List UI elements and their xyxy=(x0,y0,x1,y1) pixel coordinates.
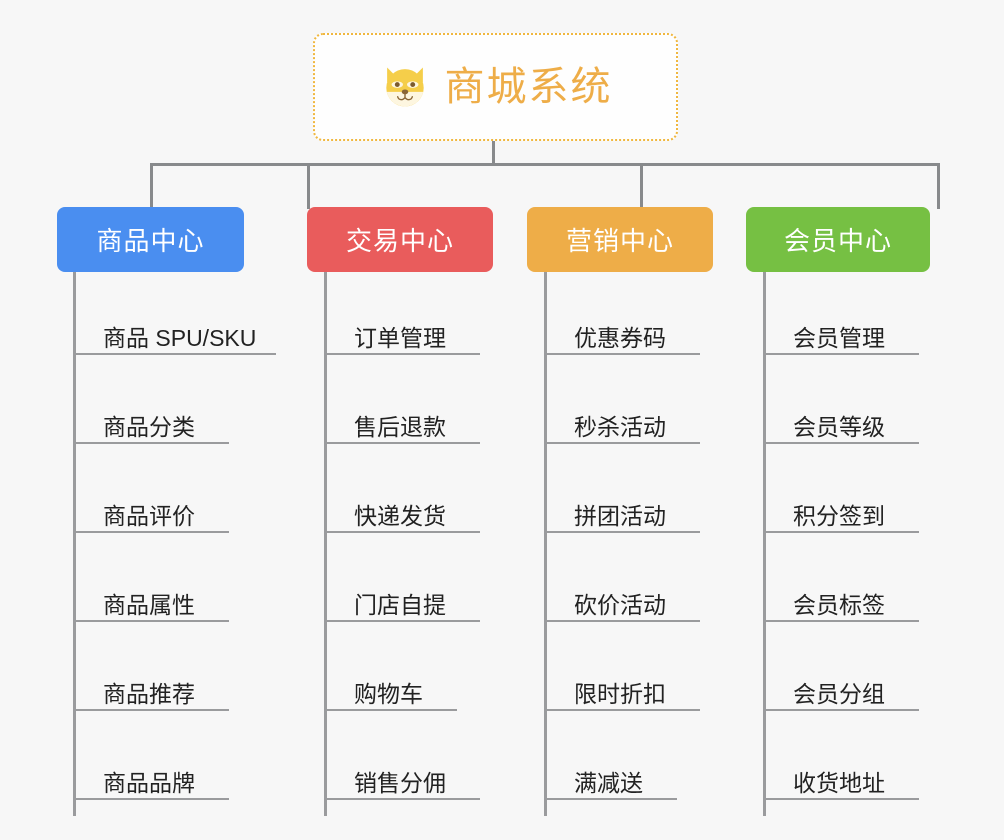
root-node-label: 商城系统 xyxy=(444,65,613,109)
leaf-item-2-6[interactable]: 销售分佣 xyxy=(324,756,480,800)
leaf-item-2-4[interactable]: 门店自提 xyxy=(324,578,480,622)
leaf-label: 会员管理 xyxy=(793,325,885,351)
leaf-label: 商品属性 xyxy=(103,592,195,618)
root-node-shop-system[interactable]: 商城系统 xyxy=(313,33,678,141)
leaf-label: 商品 SPU/SKU xyxy=(103,325,257,351)
leaf-label: 商品评价 xyxy=(103,503,195,529)
connector-root-trunk xyxy=(492,141,495,165)
leaf-item-4-5[interactable]: 会员分组 xyxy=(763,667,919,711)
branch-card-1[interactable]: 商品中心 xyxy=(57,207,244,272)
spine-branch-3 xyxy=(544,272,547,816)
connector-drop-3 xyxy=(640,163,643,209)
leaf-label: 快递发货 xyxy=(354,503,446,529)
leaf-label: 销售分佣 xyxy=(354,770,446,796)
leaf-item-4-2[interactable]: 会员等级 xyxy=(763,400,919,444)
leaf-item-1-1[interactable]: 商品 SPU/SKU xyxy=(73,311,276,355)
leaf-label: 门店自提 xyxy=(354,592,446,618)
leaf-item-4-4[interactable]: 会员标签 xyxy=(763,578,919,622)
leaf-item-3-4[interactable]: 砍价活动 xyxy=(544,578,700,622)
leaf-label: 积分签到 xyxy=(793,503,885,529)
leaf-label: 收货地址 xyxy=(793,770,885,796)
leaf-label: 订单管理 xyxy=(354,325,446,351)
leaf-label: 商品品牌 xyxy=(103,770,195,796)
spine-branch-1 xyxy=(73,272,76,816)
leaf-label: 限时折扣 xyxy=(574,681,666,707)
leaf-item-3-3[interactable]: 拼团活动 xyxy=(544,489,700,533)
spine-branch-2 xyxy=(324,272,327,816)
connector-drop-4 xyxy=(937,163,940,209)
leaf-item-2-1[interactable]: 订单管理 xyxy=(324,311,480,355)
leaf-item-3-1[interactable]: 优惠券码 xyxy=(544,311,700,355)
leaf-label: 售后退款 xyxy=(354,414,446,440)
leaf-item-4-3[interactable]: 积分签到 xyxy=(763,489,919,533)
leaf-label: 满减送 xyxy=(574,770,643,796)
leaf-label: 商品推荐 xyxy=(103,681,195,707)
leaf-item-1-3[interactable]: 商品评价 xyxy=(73,489,229,533)
branch-label-1: 商品中心 xyxy=(96,226,205,256)
leaf-item-3-5[interactable]: 限时折扣 xyxy=(544,667,700,711)
leaf-item-4-1[interactable]: 会员管理 xyxy=(763,311,919,355)
leaf-label: 优惠券码 xyxy=(574,325,666,351)
branch-card-4[interactable]: 会员中心 xyxy=(746,207,930,272)
leaf-item-2-2[interactable]: 售后退款 xyxy=(324,400,480,444)
leaf-label: 秒杀活动 xyxy=(574,414,666,440)
leaf-label: 会员标签 xyxy=(793,592,885,618)
branch-label-2: 交易中心 xyxy=(345,226,454,256)
leaf-label: 会员等级 xyxy=(793,414,885,440)
leaf-item-1-6[interactable]: 商品品牌 xyxy=(73,756,229,800)
leaf-item-1-5[interactable]: 商品推荐 xyxy=(73,667,229,711)
connector-drop-2 xyxy=(307,163,310,209)
leaf-label: 会员分组 xyxy=(793,681,885,707)
connector-horizontal-bus xyxy=(150,163,940,166)
dog-face-icon xyxy=(379,61,431,113)
leaf-item-4-6[interactable]: 收货地址 xyxy=(763,756,919,800)
leaf-item-1-4[interactable]: 商品属性 xyxy=(73,578,229,622)
leaf-item-2-3[interactable]: 快递发货 xyxy=(324,489,480,533)
leaf-item-3-6[interactable]: 满减送 xyxy=(544,756,677,800)
branch-card-2[interactable]: 交易中心 xyxy=(307,207,493,272)
leaf-label: 商品分类 xyxy=(103,414,195,440)
leaf-item-2-5[interactable]: 购物车 xyxy=(324,667,457,711)
leaf-label: 拼团活动 xyxy=(574,503,666,529)
spine-branch-4 xyxy=(763,272,766,816)
branch-label-3: 营销中心 xyxy=(565,226,674,256)
leaf-item-1-2[interactable]: 商品分类 xyxy=(73,400,229,444)
leaf-label: 砍价活动 xyxy=(574,592,666,618)
branch-label-4: 会员中心 xyxy=(783,226,892,256)
connector-drop-1 xyxy=(150,163,153,209)
branch-card-3[interactable]: 营销中心 xyxy=(527,207,713,272)
leaf-item-3-2[interactable]: 秒杀活动 xyxy=(544,400,700,444)
leaf-label: 购物车 xyxy=(354,681,423,707)
